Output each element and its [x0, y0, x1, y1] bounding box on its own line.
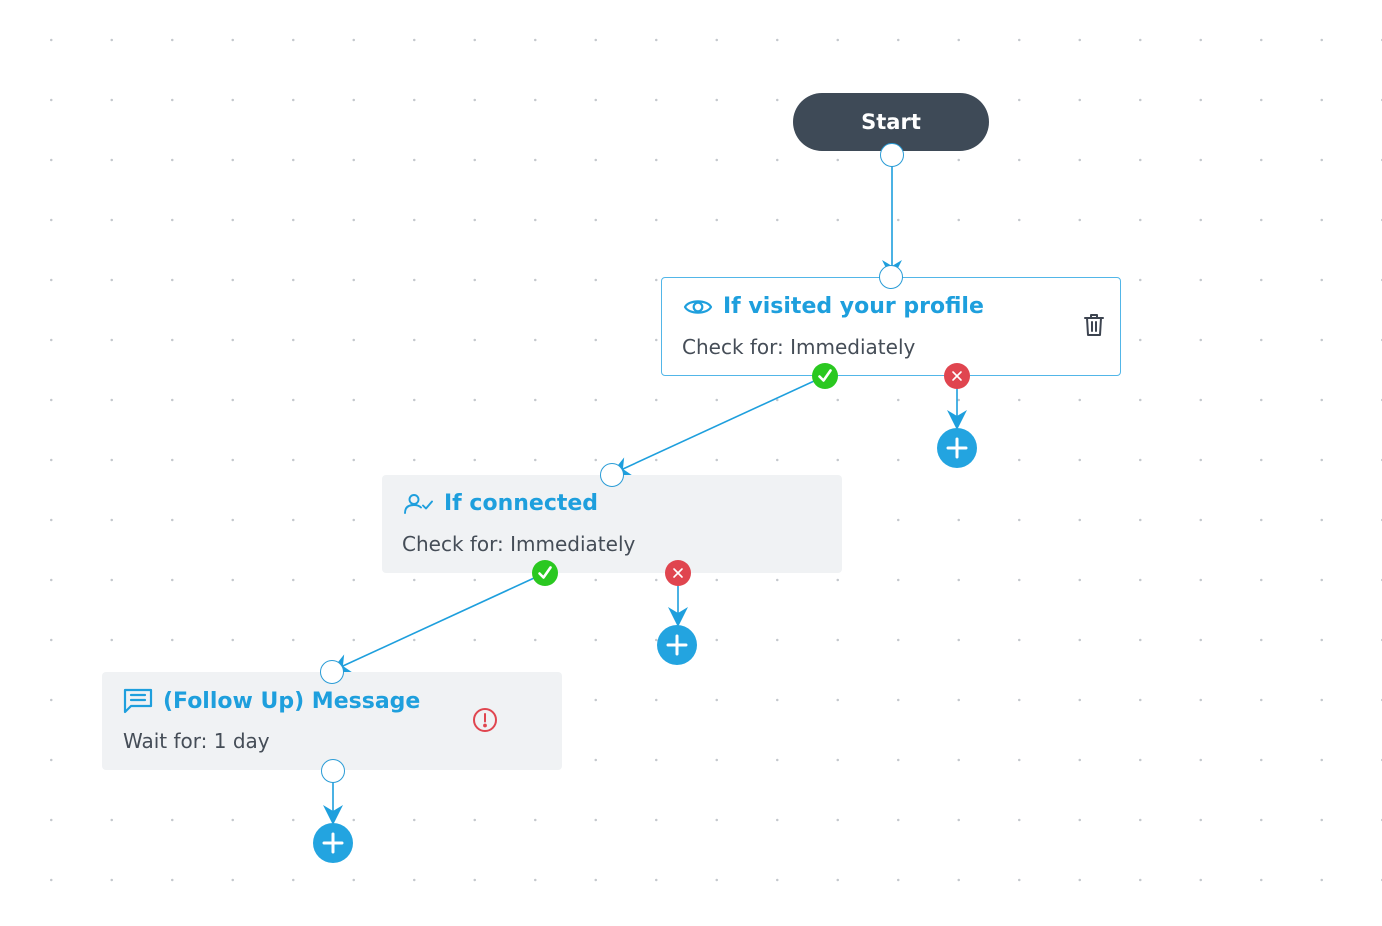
start-node[interactable]: Start — [793, 93, 989, 151]
node-follow-up-message[interactable]: (Follow Up) Message Wait for: 1 day — [102, 672, 562, 770]
eye-icon — [683, 296, 713, 318]
user-check-icon — [404, 493, 434, 515]
node-subtitle: Check for: Immediately — [682, 335, 916, 359]
message-icon — [123, 688, 153, 714]
node-if-visited-profile[interactable]: If visited your profile Check for: Immed… — [661, 277, 1121, 376]
check-icon — [818, 369, 832, 382]
plus-icon — [666, 634, 688, 656]
plus-icon — [322, 832, 344, 854]
message-output-handle[interactable] — [321, 759, 345, 783]
visited-no-handle[interactable] — [944, 363, 970, 389]
node-title-text: If visited your profile — [723, 294, 984, 319]
x-icon — [952, 371, 962, 381]
start-label: Start — [861, 110, 921, 134]
node-title: If connected — [404, 491, 598, 516]
node-subtitle: Wait for: 1 day — [123, 729, 270, 753]
x-icon — [673, 568, 683, 578]
node-if-connected[interactable]: If connected Check for: Immediately — [382, 475, 842, 573]
connected-yes-handle[interactable] — [532, 560, 558, 586]
node-title: If visited your profile — [683, 294, 984, 319]
message-input-handle[interactable] — [320, 660, 344, 684]
node-subtitle: Check for: Immediately — [402, 532, 636, 556]
plus-icon — [946, 437, 968, 459]
node-title-text: If connected — [444, 491, 599, 516]
add-step-button-message[interactable] — [313, 823, 353, 863]
check-icon — [538, 566, 552, 579]
trash-icon[interactable] — [1084, 313, 1104, 337]
connected-input-handle[interactable] — [600, 463, 624, 487]
start-output-handle[interactable] — [880, 143, 904, 167]
node-title: (Follow Up) Message — [123, 688, 420, 714]
visited-yes-handle[interactable] — [812, 363, 838, 389]
warning-icon[interactable] — [472, 707, 498, 733]
add-step-button-connected-no[interactable] — [657, 625, 697, 665]
edge-visited-yes-to-connected[interactable] — [610, 375, 826, 476]
edge-connected-yes-to-message[interactable] — [330, 572, 546, 673]
visited-input-handle[interactable] — [879, 265, 903, 289]
connected-no-handle[interactable] — [665, 560, 691, 586]
add-step-button-visited-no[interactable] — [937, 428, 977, 468]
node-title-text: (Follow Up) Message — [163, 688, 421, 714]
